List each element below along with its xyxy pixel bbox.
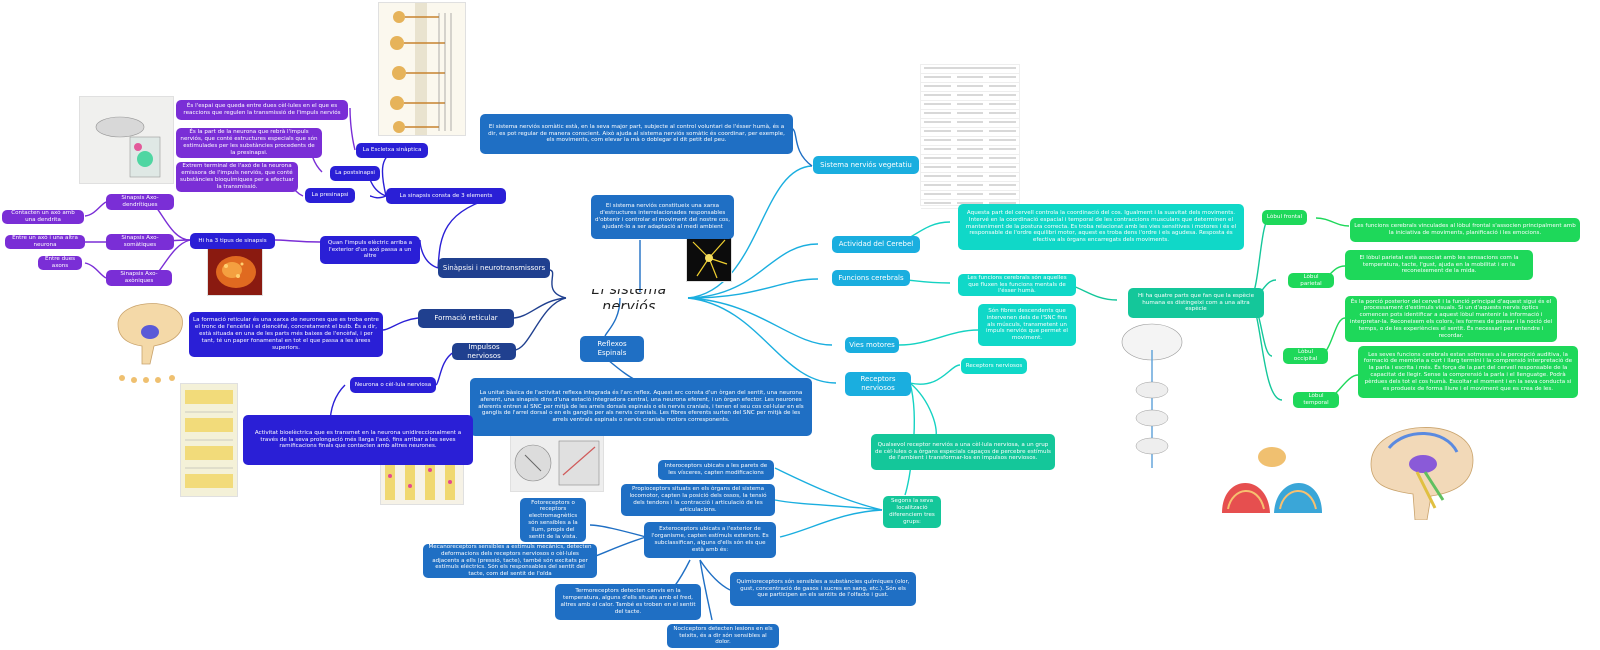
four-lobes-intro[interactable]: Hi ha quatre parts que fan que la espèci… <box>1128 288 1264 318</box>
exteroceptors[interactable]: Exteroceptors ubicats a l'exterior de l'… <box>644 522 776 558</box>
thermoreceptors[interactable]: Termoreceptors detecten canvis en la tem… <box>555 584 701 620</box>
motor-pathways-description[interactable]: Són fibres descendents que intervenen de… <box>978 304 1076 346</box>
rat-experiment-illustration <box>79 96 174 184</box>
photoreceptors[interactable]: Fotoreceptors o receptors electromagnèti… <box>520 498 586 542</box>
reflex-arc-illustration <box>510 434 604 492</box>
neuron-topic[interactable]: Neurona o cèl·lula nerviosa <box>350 377 436 393</box>
nerve-impulse-illustration <box>180 383 238 497</box>
cerebellum-description[interactable]: Aquesta part del cervell controla la coo… <box>958 204 1244 250</box>
neuron-description[interactable]: Activitat bioelèctrica que es transmet e… <box>243 415 473 465</box>
occipital-lobe[interactable]: Lòbul occipital <box>1283 348 1328 364</box>
nerve-receptors-description[interactable]: Qualsevol receptor nerviós a una cèl·lul… <box>871 434 1055 470</box>
nerve-receptors-topic[interactable]: Receptors nerviosos <box>845 372 911 396</box>
chemoreceptors[interactable]: Quimioreceptors són sensibles a substànc… <box>730 572 916 606</box>
reticular-formation-topic[interactable]: Formació reticular <box>418 309 514 328</box>
axo-dendritic-description[interactable]: Contacten un axó amb una dendrita <box>2 210 84 224</box>
mechanoreceptors[interactable]: Mecanoreceptors sensibles a estímuls mec… <box>423 544 597 578</box>
nociceptors[interactable]: Nociceptors detecten lesions en els teix… <box>667 624 779 648</box>
frontal-lobe[interactable]: Lòbul frontal <box>1262 210 1307 225</box>
spinal-reflexes-topic[interactable]: Reflexos Espinals <box>580 336 644 362</box>
brain-sagittal-illustration <box>1365 408 1479 520</box>
occipital-lobe-description[interactable]: És la porció posterior del cervell i la … <box>1345 296 1557 342</box>
nervous-system-definition[interactable]: El sistema nerviós constitueix una xarxa… <box>591 195 734 239</box>
motor-pathways-topic[interactable]: Vies motores <box>845 337 899 353</box>
synaptic-cleft[interactable]: La Escletxa sinàptica <box>356 143 428 158</box>
vegetative-system-topic[interactable]: Sistema nerviós vegetatiu <box>813 156 919 174</box>
parietal-lobe[interactable]: Lòbul parietal <box>1288 273 1334 288</box>
axo-somatic-description[interactable]: Entre un axó i una altra neurona <box>5 235 85 249</box>
motor-pathways-illustration <box>1112 320 1194 468</box>
postsynapse[interactable]: La postsinapsi <box>330 166 380 181</box>
receptor-groups-topic[interactable]: Segons la seva localització diferenciem … <box>883 496 941 528</box>
temporal-lobe[interactable]: Lòbul temporal <box>1293 392 1339 408</box>
synapses-topic[interactable]: Sinàpsisi i neurotransmissors <box>438 258 550 278</box>
reflex-arc-description[interactable]: La unitat bàsica de l'activitat reflexa … <box>470 378 812 436</box>
spinal-nerves-illustration <box>378 2 466 136</box>
neuron-micrograph <box>686 233 732 282</box>
somatic-system-description[interactable]: El sistema nerviós somàtic està, en la s… <box>480 114 793 154</box>
reticular-formation-description[interactable]: La formació reticular és una xarxa de ne… <box>189 312 383 357</box>
axo-axonic-synapse[interactable]: Sinapsis Axo-axòniques <box>106 270 172 286</box>
axo-dendritic-synapse[interactable]: Sinapsis Axo-dendrítiques <box>106 194 174 210</box>
postsynapse-description[interactable]: És la part de la neurona que rebrà l'imp… <box>176 128 322 158</box>
parietal-lobe-description[interactable]: El lòbul parietal està associat amb les … <box>1345 250 1533 280</box>
nerve-impulses-topic[interactable]: Impulsos nerviosos <box>452 343 516 360</box>
proprioceptors[interactable]: Propioceptors situats en els òrgans del … <box>621 484 775 516</box>
autonomic-effects-table-image <box>920 64 1020 209</box>
presynapse-description[interactable]: Extrem terminal de l'axó de la neurona e… <box>176 162 298 192</box>
cerebellum-activity-topic[interactable]: Actividad del Cerebel <box>832 236 920 253</box>
brain-functions-topic[interactable]: Funcions cerebrals <box>832 270 910 286</box>
brain-hemispheres-illustration <box>1218 443 1326 523</box>
synapse-micrograph <box>207 247 263 296</box>
central-topic[interactable]: El sistema nerviós <box>591 289 667 309</box>
nerve-receptors-label[interactable]: Receptors nerviosos <box>961 358 1027 374</box>
frontal-lobe-description[interactable]: Les funcions cerebrals vinculades al lòb… <box>1350 218 1580 242</box>
interoceptors[interactable]: Interoceptors ubicats a les parets de le… <box>658 460 774 480</box>
temporal-lobe-description[interactable]: Les seves funcions cerebrals estan sotme… <box>1358 346 1578 398</box>
presynapse[interactable]: La presinapsi <box>305 188 355 203</box>
impulse-transfer-note[interactable]: Quan l'impuls elèctric arriba a l'exteri… <box>320 236 420 264</box>
synapse-elements-topic[interactable]: La sinapsis consta de 3 elements <box>386 188 506 204</box>
reticular-formation-brain-illustration <box>114 294 186 388</box>
brain-functions-description[interactable]: Les funcions cerebrals són aquelles que … <box>958 274 1076 296</box>
axo-somatic-synapse[interactable]: Sinapsis Axo-somàtiques <box>106 234 174 250</box>
synaptic-cleft-description[interactable]: És l'espai que queda entre dues cèl·lule… <box>176 100 348 120</box>
synapse-types-topic[interactable]: Hi ha 3 tipus de sinapsis <box>190 233 275 249</box>
axo-axonic-description[interactable]: Entre dues axons <box>38 256 82 270</box>
